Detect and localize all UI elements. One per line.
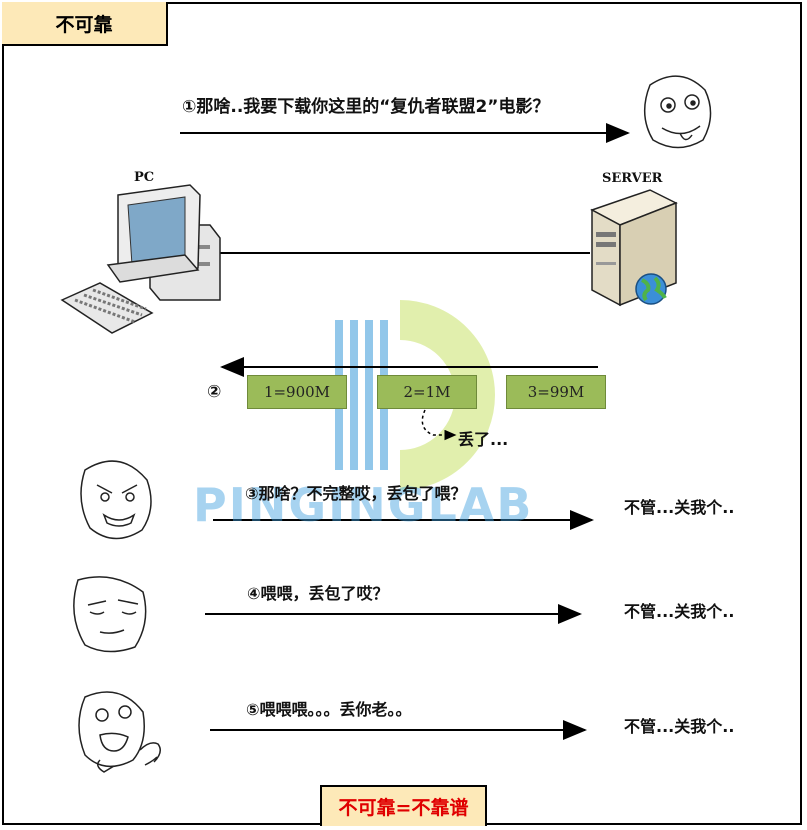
face-happy-icon [644,75,712,149]
step4-label: ④喂喂，丢包了哎？ [247,584,389,603]
pc-icon [60,184,221,334]
step5-label: ⑤喂喂喂。。。丢你老。。 [246,700,412,719]
step1-label: ①那啥..我要下载你这里的“复仇者联盟2”电影？ [182,97,550,117]
server-label: SERVER [602,171,663,186]
step2-label: ② [207,382,222,402]
page-title: 不可靠 [2,2,168,46]
packet-3: 3=99M [506,375,606,409]
server-icon [590,189,678,307]
step3-reply: 不管...关我个.. [624,498,735,517]
packet-1: 1=900M [247,375,347,409]
footer-label: 不可靠=不靠谱 [320,785,487,826]
face-angry-icon [80,460,152,540]
pc-label: PC [134,170,155,185]
step4-reply: 不管...关我个.. [624,602,735,621]
step3-label: ③那啥？不完整哎，丢包了喂？ [245,484,467,503]
lost-label: 丢了... [458,430,509,449]
face-laughing-icon [78,691,161,773]
step5-reply: 不管...关我个.. [624,717,735,736]
face-bored-icon [73,576,147,653]
packet-2: 2=1M [377,375,477,409]
watermark-text: PINGINGLAB [193,478,534,532]
